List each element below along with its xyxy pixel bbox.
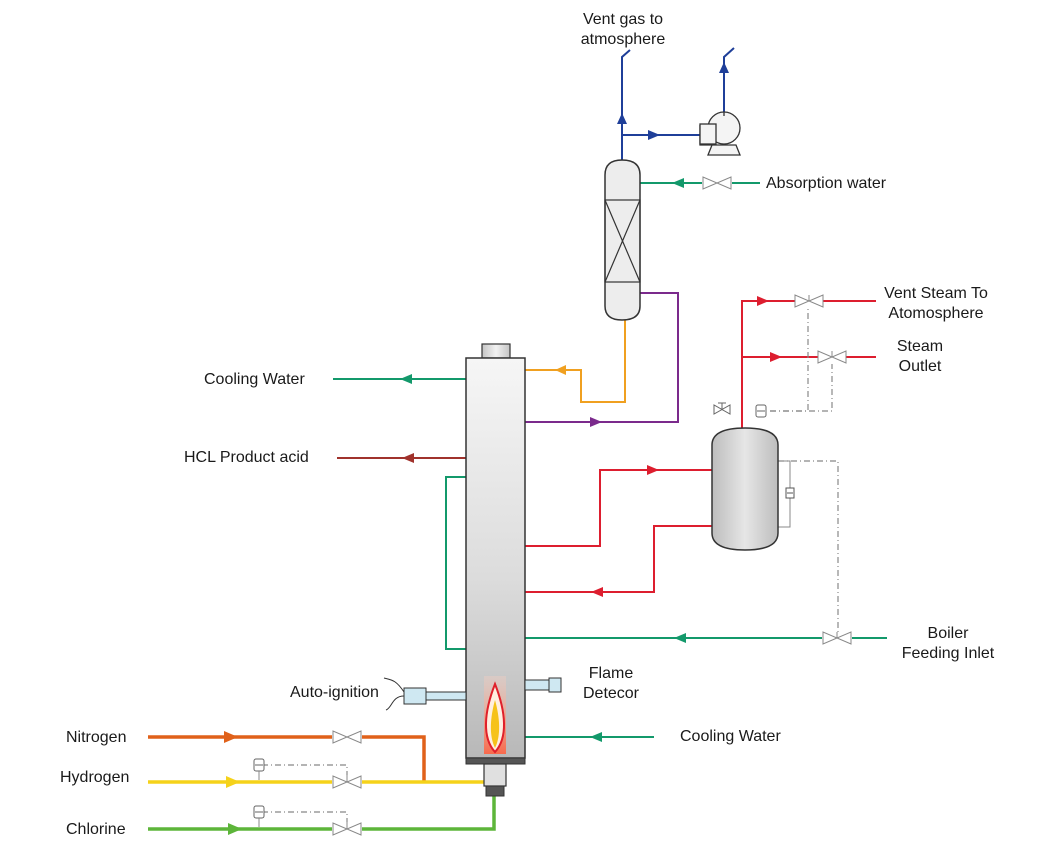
vent-gas-arrows bbox=[617, 62, 729, 140]
boiler-inlet-label-line1: Boiler bbox=[927, 625, 969, 642]
nitrogen-arrow bbox=[224, 731, 238, 743]
valve-nitrogen[interactable] bbox=[332, 730, 362, 744]
water-downcomer-arrow bbox=[591, 587, 603, 597]
chlorine-label: Chlorine bbox=[66, 821, 126, 838]
valve-boiler-feed[interactable] bbox=[822, 631, 852, 645]
valve-steam-outlet[interactable] bbox=[817, 350, 847, 364]
safety-valve-icon bbox=[713, 402, 731, 415]
steam-drum bbox=[711, 427, 779, 551]
nitrogen-line-2 bbox=[362, 735, 426, 782]
vent-steam-label-line1: Vent Steam To bbox=[884, 285, 988, 302]
pressure-sensor-icon bbox=[755, 404, 767, 418]
vent-gas-label: Vent gas to atmosphere bbox=[570, 10, 676, 50]
flame-icon bbox=[484, 676, 506, 754]
chlorine-arrow bbox=[228, 823, 242, 835]
cooling-water-top-label: Cooling Water bbox=[204, 371, 305, 388]
water-downcomer-line bbox=[525, 525, 712, 593]
valve-vent-steam[interactable] bbox=[794, 294, 824, 308]
nitrogen-label: Nitrogen bbox=[66, 729, 127, 746]
steam-outlet-arrows bbox=[757, 296, 782, 362]
burner-base bbox=[485, 785, 505, 797]
boiler-inlet-label-line2: Feeding Inlet bbox=[901, 645, 995, 662]
auto-ignition-device bbox=[383, 677, 467, 711]
absorber-column bbox=[604, 159, 641, 321]
cooling-water-top-arrow bbox=[400, 374, 412, 384]
absorber-to-column-arrow bbox=[590, 417, 602, 427]
valve-absorption-water[interactable] bbox=[702, 176, 732, 190]
hydrogen-label: Hydrogen bbox=[60, 769, 130, 786]
vent-steam-label-line2: Atomosphere bbox=[888, 305, 984, 322]
absorption-water-arrow bbox=[672, 178, 684, 188]
hcl-product-label: HCL Product acid bbox=[184, 449, 309, 466]
steam-riser-line bbox=[525, 469, 712, 547]
flow-sensor-chlorine bbox=[253, 805, 265, 827]
flame-detector-label-line2: Detecor bbox=[582, 685, 640, 702]
boiler-feed-arrow bbox=[674, 633, 686, 643]
vent-gas-label-line1: Vent gas to bbox=[582, 11, 664, 28]
flame-detector bbox=[524, 677, 562, 693]
steam-outlet-label: Steam Outlet bbox=[884, 337, 956, 377]
vent-gas-label-line2: atmosphere bbox=[580, 31, 666, 48]
jacket-water-loop bbox=[445, 476, 466, 650]
hydrogen-arrow bbox=[226, 776, 240, 788]
column-base-plate bbox=[465, 757, 526, 765]
flow-sensor-hydrogen bbox=[253, 758, 265, 780]
absorption-water-label: Absorption water bbox=[766, 175, 887, 192]
blower-icon bbox=[699, 111, 741, 156]
auto-ignition-label: Auto-ignition bbox=[290, 684, 379, 701]
column-top-nozzle bbox=[481, 343, 511, 359]
flame-detector-label-line1: Flame bbox=[588, 665, 634, 682]
vent-gas-line bbox=[621, 47, 735, 160]
valve-hydrogen[interactable] bbox=[332, 775, 362, 789]
chlorine-line-2 bbox=[362, 796, 496, 831]
steam-riser-arrow bbox=[647, 465, 659, 475]
flame-detector-label: Flame Detecor bbox=[576, 664, 646, 704]
steam-outlet-label-line1: Steam bbox=[896, 338, 944, 355]
steam-outlet-label-line2: Outlet bbox=[898, 358, 942, 375]
valve-chlorine[interactable] bbox=[332, 822, 362, 836]
steam-outlet-lines bbox=[741, 300, 876, 428]
boiler-inlet-label: Boiler Feeding Inlet bbox=[892, 624, 1004, 664]
gas-to-absorber-line bbox=[525, 320, 626, 403]
control-lines bbox=[262, 308, 839, 822]
cooling-water-bottom-label: Cooling Water bbox=[680, 728, 781, 745]
burner-nozzle bbox=[483, 763, 507, 787]
cooling-water-bottom-arrow bbox=[590, 732, 602, 742]
gas-to-absorber-arrow bbox=[555, 365, 566, 375]
hcl-product-arrow bbox=[402, 453, 414, 463]
vent-steam-label: Vent Steam To Atomosphere bbox=[872, 284, 1000, 324]
